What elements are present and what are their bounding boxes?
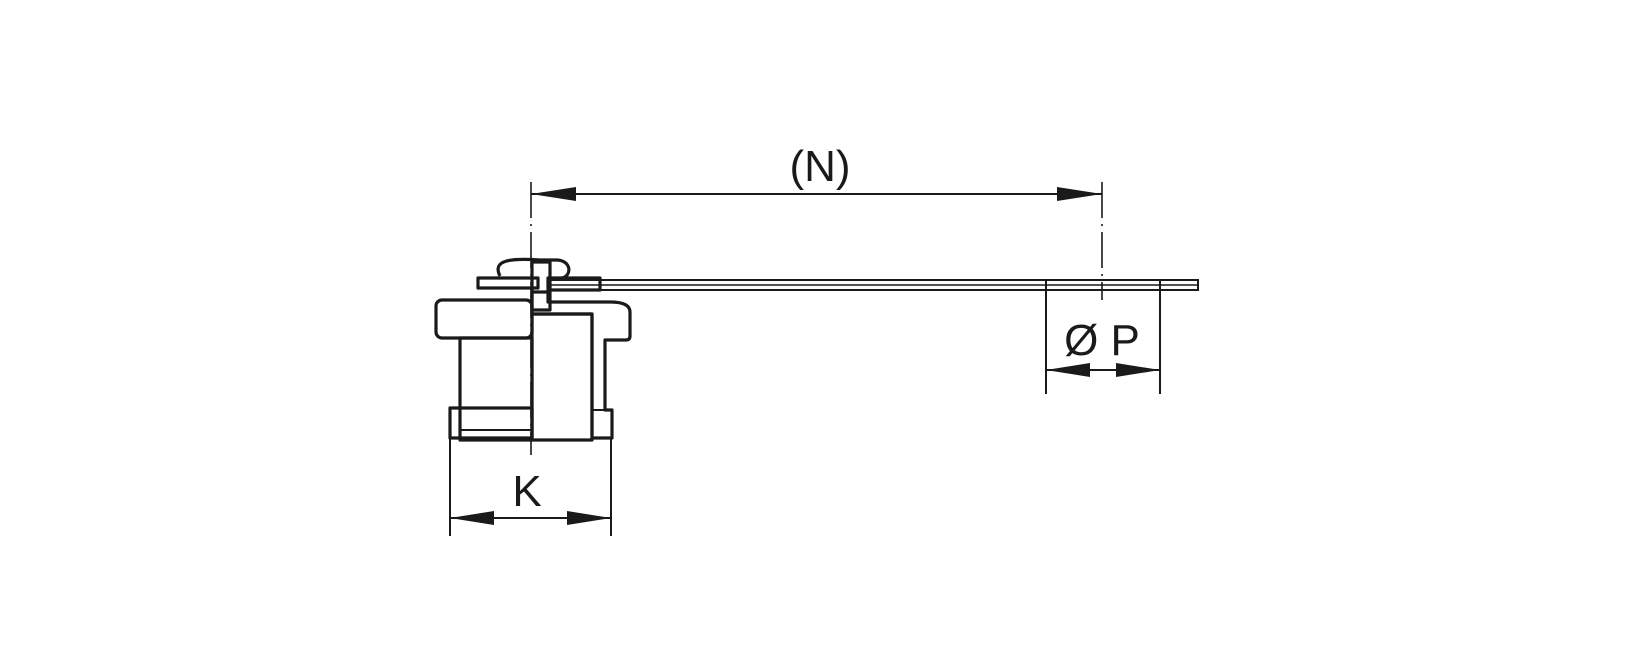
dimension-k: K	[449, 437, 612, 536]
dimension-n-label: (N)	[789, 142, 850, 191]
strap	[547, 279, 1199, 291]
dimension-k-label: K	[512, 467, 541, 516]
cap-section	[530, 290, 632, 442]
strap-clip	[476, 257, 602, 312]
dimension-n: (N)	[531, 142, 1102, 201]
knurled-ring	[434, 298, 534, 340]
dimension-p-label: Ø P	[1064, 316, 1140, 365]
cap-body	[448, 336, 534, 442]
centerlines	[530, 182, 1103, 455]
dimension-p: Ø P	[1045, 287, 1161, 394]
